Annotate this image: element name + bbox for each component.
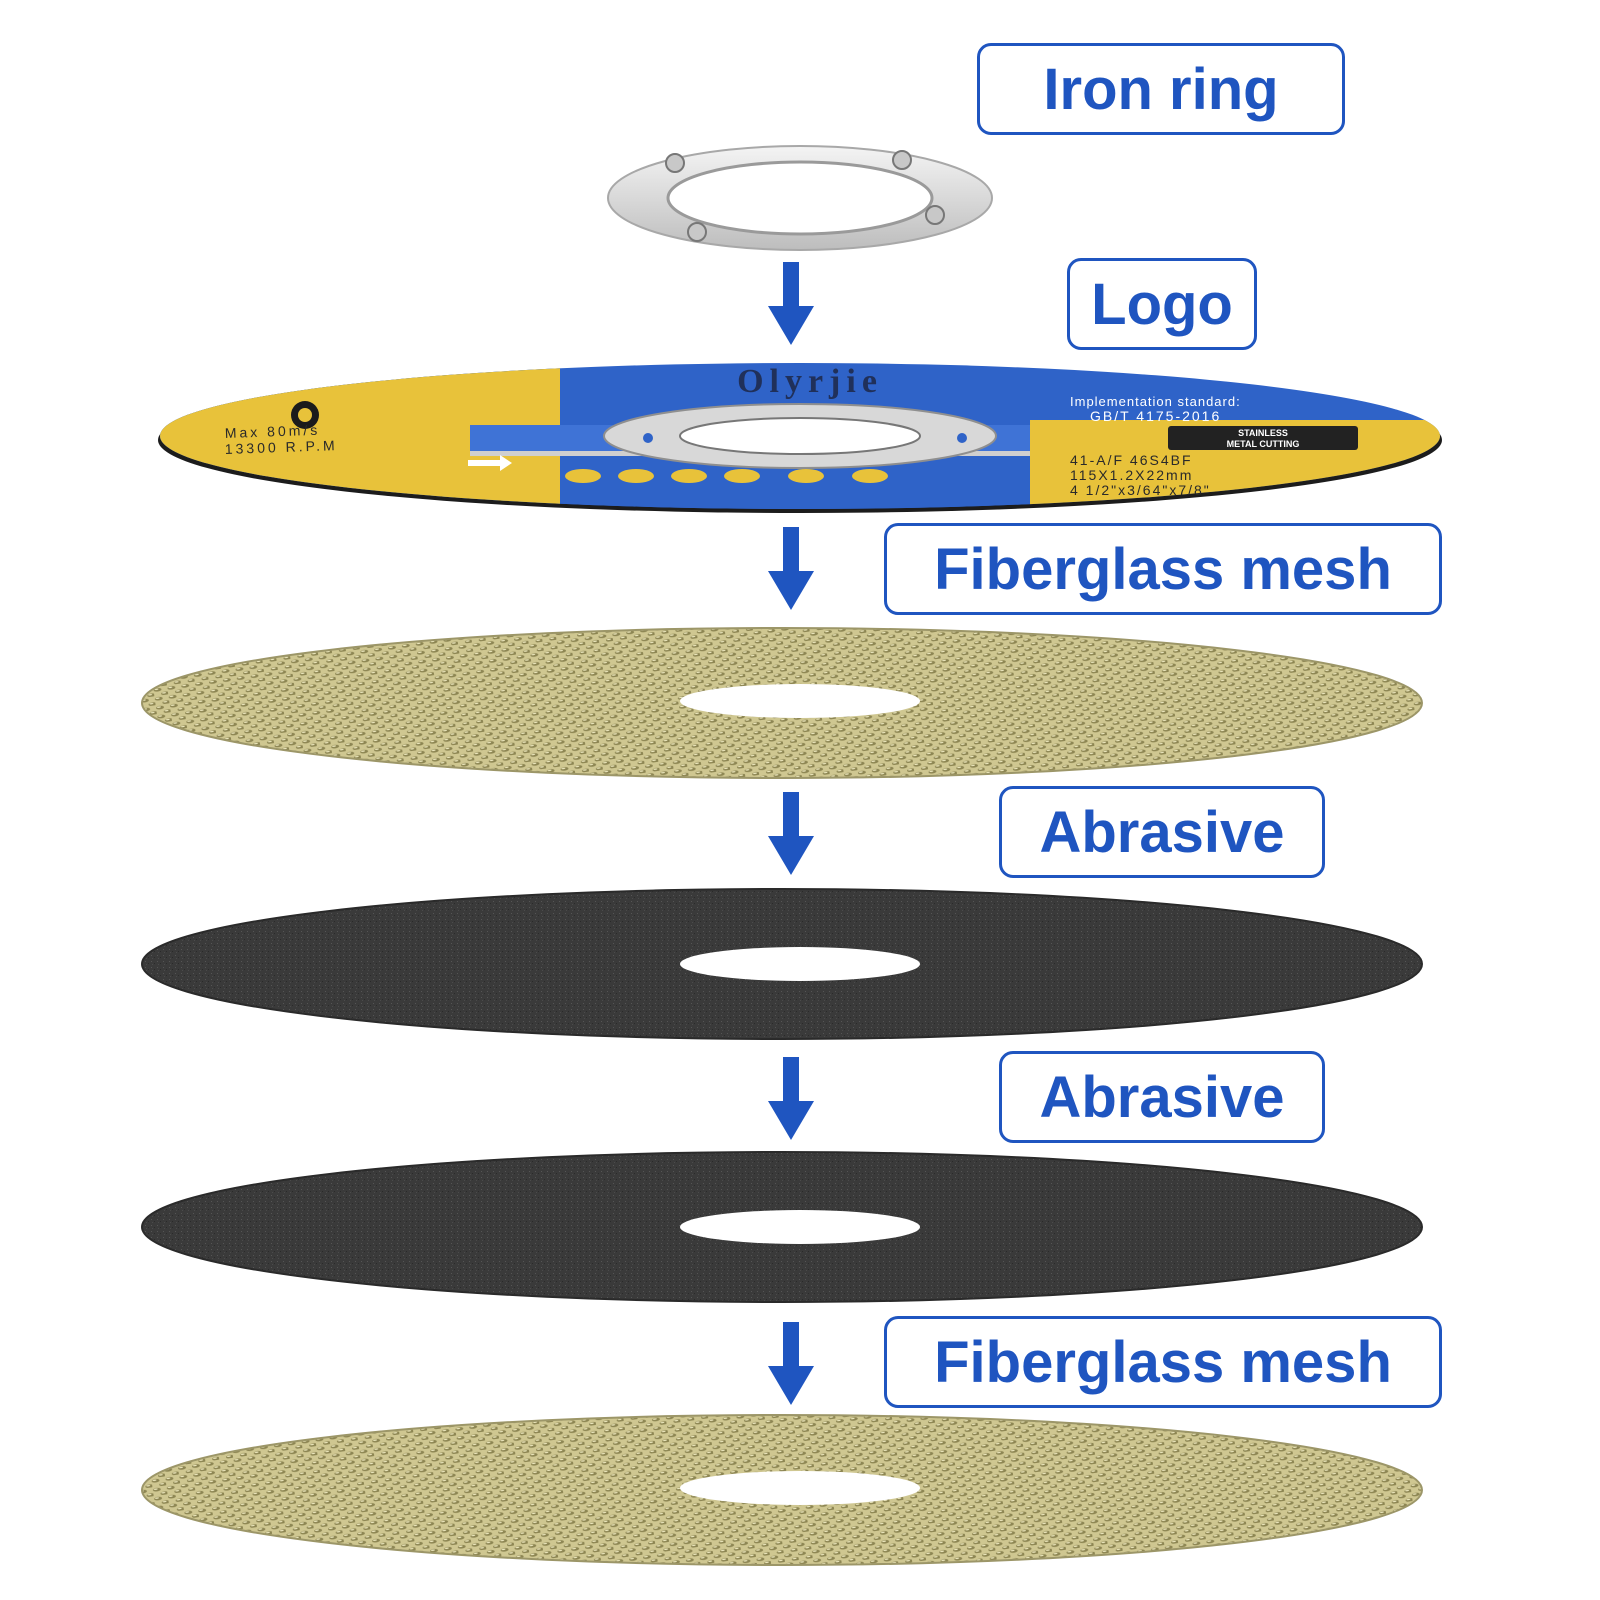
down-arrow-icon bbox=[768, 262, 814, 345]
label-abrasive-1: Abrasive bbox=[999, 786, 1325, 878]
down-arrow-icon bbox=[768, 527, 814, 610]
disc-spec-line-2: 115X1.2X22mm bbox=[1070, 467, 1193, 483]
disc-badge bbox=[1168, 426, 1358, 450]
down-arrows bbox=[768, 262, 814, 1405]
label-iron-ring: Iron ring bbox=[977, 43, 1345, 135]
disc-brand: Olyrjie bbox=[737, 363, 883, 400]
label-abrasive-2: Abrasive bbox=[999, 1051, 1325, 1143]
disc-badge-line-2: METAL CUTTING bbox=[1227, 439, 1300, 449]
logo-disc: Olyrjie Max 80m/s 13300 R.P.M Implementa… bbox=[158, 363, 1442, 513]
disc-safety-icons bbox=[565, 469, 888, 483]
fiberglass-mesh-disc-top bbox=[141, 627, 1423, 779]
disc-badge-line-1: STAINLESS bbox=[1238, 428, 1288, 438]
disc-spec-line-1: 41-A/F 46S4BF bbox=[1070, 452, 1193, 468]
disc-speed-line-2: 13300 R.P.M bbox=[225, 437, 338, 457]
disc-standard-code: GB/T 4175-2016 bbox=[1090, 408, 1221, 424]
down-arrow-icon bbox=[768, 792, 814, 875]
fiberglass-mesh-disc-bottom bbox=[141, 1414, 1423, 1566]
label-fiberglass-mesh-bottom: Fiberglass mesh bbox=[884, 1316, 1442, 1408]
disc-speed-line-1: Max 80m/s bbox=[225, 422, 321, 441]
iron-ring bbox=[607, 145, 993, 251]
disc-standard-label: Implementation standard: bbox=[1070, 394, 1241, 409]
down-arrow-icon bbox=[768, 1322, 814, 1405]
label-logo: Logo bbox=[1067, 258, 1257, 350]
disc-spec-line-3: 4 1/2"x3/64"x7/8" bbox=[1070, 482, 1211, 498]
abrasive-disc-2 bbox=[141, 1151, 1423, 1303]
down-arrow-icon bbox=[768, 1057, 814, 1140]
abrasive-disc-1 bbox=[141, 888, 1423, 1040]
ring-rivet bbox=[665, 150, 945, 242]
label-fiberglass-mesh-top: Fiberglass mesh bbox=[884, 523, 1442, 615]
